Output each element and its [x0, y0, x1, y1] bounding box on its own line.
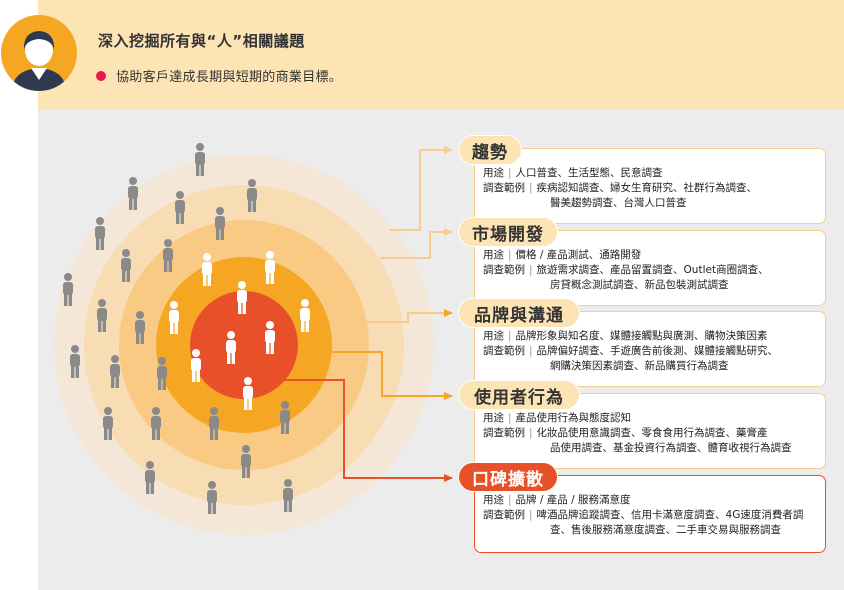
examples-text-2: 房貸概念測試調查、新品包裝測試調查 [550, 279, 729, 291]
usage-line: 用途 |品牌 / 產品 / 服務滿意度 [483, 493, 630, 507]
usage-text: 品牌形象與知名度、媒體接觸點與廣測、購物決策因素 [515, 330, 768, 342]
person-icon [63, 273, 73, 306]
connector-market [380, 228, 453, 259]
separator: | [529, 427, 533, 439]
person-icon [209, 407, 219, 440]
separator: | [529, 182, 533, 194]
examples-label: 調查範例 [483, 509, 525, 521]
connector-word-of-mouth [278, 379, 453, 482]
connector-brand [347, 309, 453, 323]
separator: | [529, 345, 533, 357]
usage-text: 品牌 / 產品 / 服務滿意度 [515, 494, 631, 506]
examples-label: 調查範例 [483, 427, 525, 439]
person-icon [128, 177, 138, 210]
person-icon [300, 299, 310, 332]
examples-text-1: 旅遊需求調查、產品留置調查、Outlet商圈調查、 [536, 264, 769, 276]
usage-label: 用途 [483, 249, 504, 261]
person-icon [247, 179, 257, 212]
examples-line: 調查範例 |疾病認知調查、婦女生育研究、社群行為調查、 [483, 181, 757, 195]
people-figures [63, 143, 310, 514]
person-icon [135, 311, 145, 344]
usage-line: 用途 |產品使用行為與態度認知 [483, 411, 631, 425]
separator: | [508, 249, 512, 261]
examples-text-1: 啤酒品牌追蹤調查、信用卡滿意度調查、4G速度消費者調 [536, 509, 804, 521]
user-avatar-icon [1, 15, 77, 91]
person-icon [121, 249, 131, 282]
person-icon [191, 349, 201, 382]
examples-label: 調查範例 [483, 182, 525, 194]
examples-text-1: 疾病認知調查、婦女生育研究、社群行為調查、 [536, 182, 758, 194]
separator: | [508, 330, 512, 342]
person-icon [169, 301, 179, 334]
category-tab: 品牌與溝通 [458, 298, 580, 328]
concentric-rings [54, 155, 434, 535]
connector-lines [278, 146, 453, 482]
page-title: 深入挖掘所有與“人”相關議題 [98, 32, 305, 50]
separator: | [508, 167, 512, 179]
usage-line: 用途 |人口普查、生活型態、民意調查 [483, 166, 663, 180]
usage-label: 用途 [483, 167, 504, 179]
examples-line: 調查範例 |品牌偏好調查、手遊廣告前後測、媒體接觸點研究、 [483, 344, 778, 358]
person-icon [103, 407, 113, 440]
person-icon [237, 281, 247, 314]
usage-text: 人口普查、生活型態、民意調查 [515, 167, 663, 179]
separator: | [508, 494, 512, 506]
separator: | [508, 412, 512, 424]
connector-trend [390, 146, 453, 231]
usage-text: 產品使用行為與態度認知 [515, 412, 632, 424]
person-icon [202, 253, 212, 286]
person-icon [157, 357, 167, 390]
person-icon [207, 481, 217, 514]
bullet-dot-icon [96, 70, 106, 81]
person-icon [95, 217, 105, 250]
category-card: 用途|人口普查、生活型態、民意調查調查範例|疾病認知調查、婦女生育研究、社群行為… [474, 148, 826, 224]
person-icon [151, 407, 161, 440]
examples-line: 調查範例 |化妝品使用意識調查、零食食用行為調查、藥膏產 [483, 426, 768, 440]
person-icon [175, 191, 185, 224]
header-banner [38, 0, 844, 110]
person-icon [110, 355, 120, 388]
examples-line: 調查範例 |旅遊需求調查、產品留置調查、Outlet商圈調查、 [483, 263, 769, 277]
person-icon [226, 331, 236, 364]
subtitle-row: 協助客戶達成長期與短期的商業目標。 [96, 66, 342, 85]
person-icon [163, 239, 173, 272]
examples-text-2: 品使用調查、基金投資行為調查、體育收視行為調查 [550, 442, 792, 454]
examples-text-1: 化妝品使用意識調查、零食食用行為調查、藥膏產 [536, 427, 768, 439]
person-icon [241, 445, 251, 478]
usage-label: 用途 [483, 412, 504, 424]
examples-text-2: 查、售後服務滿意度調查、二手車交易與服務調查 [550, 524, 781, 536]
person-icon [70, 345, 80, 378]
category-tab: 使用者行為 [458, 380, 580, 410]
separator: | [529, 509, 533, 521]
separator: | [529, 264, 533, 276]
person-icon [265, 321, 275, 354]
examples-text-1: 品牌偏好調查、手遊廣告前後測、媒體接觸點研究、 [536, 345, 779, 357]
examples-label: 調查範例 [483, 264, 525, 276]
examples-text-2: 醫美趨勢調查、台灣人口普查 [550, 197, 687, 209]
ring-word-of-mouth [190, 291, 298, 399]
examples-label: 調查範例 [483, 345, 525, 357]
category-card: 用途|產品使用行為與態度認知調查範例|化妝品使用意識調查、零食食用行為調查、藥膏… [474, 393, 826, 469]
person-icon [195, 143, 205, 176]
person-icon [243, 377, 253, 410]
person-icon [280, 401, 290, 434]
category-tab: 市場開發 [458, 217, 558, 247]
usage-label: 用途 [483, 330, 504, 342]
usage-line: 用途 |價格 / 產品測試、通路開發 [483, 248, 641, 262]
person-icon [265, 251, 275, 284]
examples-line: 調查範例 |啤酒品牌追蹤調查、信用卡滿意度調查、4G速度消費者調 [483, 508, 803, 522]
category-tab: 口碑擴散 [458, 462, 558, 492]
examples-text-2: 網購決策因素調查、新品購買行為調查 [550, 360, 729, 372]
usage-text: 價格 / 產品測試、通路開發 [515, 249, 642, 261]
person-icon [283, 479, 293, 512]
person-icon [145, 461, 155, 494]
category-tab: 趨勢 [458, 135, 522, 165]
usage-label: 用途 [483, 494, 504, 506]
page-subtitle: 協助客戶達成長期與短期的商業目標。 [116, 70, 343, 85]
connector-behavior [320, 351, 453, 400]
usage-line: 用途 |品牌形象與知名度、媒體接觸點與廣測、購物決策因素 [483, 329, 768, 343]
person-icon [215, 207, 225, 240]
person-icon [97, 299, 107, 332]
